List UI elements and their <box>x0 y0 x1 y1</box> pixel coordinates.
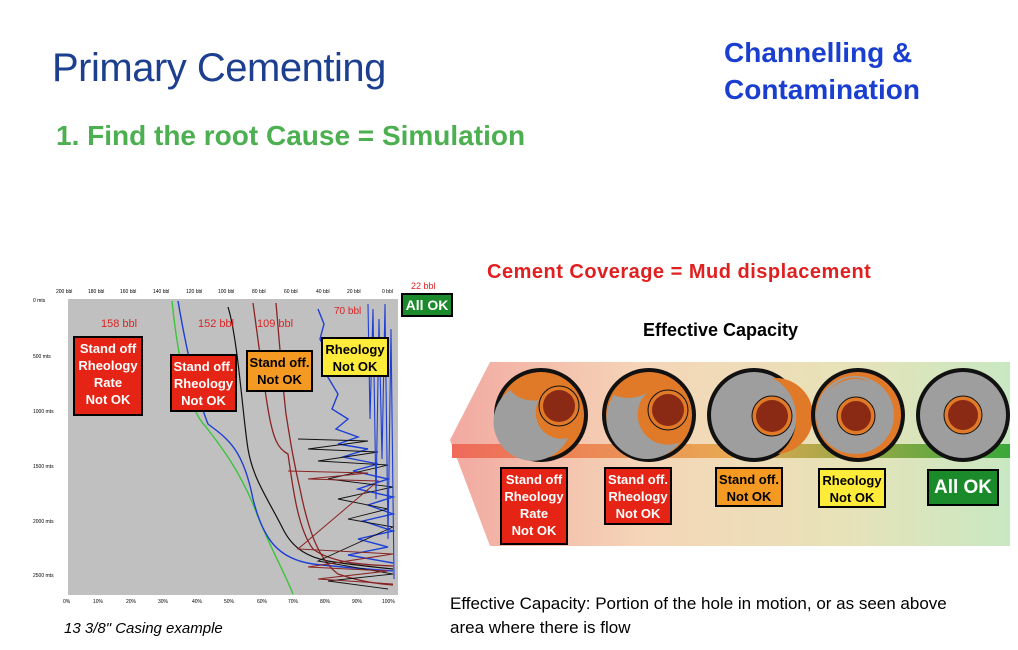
box-line: Rheology <box>504 489 564 504</box>
box-line: Rheology <box>325 342 385 357</box>
capacity-box-rheology: Rheology Not OK <box>818 468 886 508</box>
box-line: Stand off <box>505 472 563 487</box>
black-curve <box>227 306 394 570</box>
bottom-tick: 100% <box>382 599 395 605</box>
box-line: Rheology <box>608 489 668 504</box>
annulus-1 <box>493 368 588 462</box>
top-tick: 20 bbl <box>347 289 361 295</box>
box-line: Stand off. <box>719 472 779 487</box>
box-line: Not OK <box>332 359 378 374</box>
left-tick: 500 mts <box>33 354 51 360</box>
box-line: Rheology <box>78 358 138 373</box>
box-line: Rate <box>519 506 549 521</box>
note-line-1: Effective Capacity: Portion of the hole … <box>450 594 947 613</box>
bbl-label-109: 109 bbl <box>257 318 294 330</box>
capacity-box-standoff-rheology-rate: Stand off Rheology Rate Not OK <box>500 467 568 545</box>
topic-line-2: Contamination <box>724 74 920 105</box>
left-tick: 1500 mts <box>33 464 54 470</box>
box-line: Not OK <box>257 372 302 387</box>
status-box-standoff-rheology: Stand off. Rheology Not OK <box>170 354 237 412</box>
box-line: Not OK <box>511 523 557 538</box>
top-tick: 100 bbl <box>218 289 235 295</box>
bbl-label-158: 158 bbl <box>101 318 138 330</box>
effective-capacity-note: Effective Capacity: Portion of the hole … <box>450 592 1010 640</box>
bbl-label-70: 70 bbl <box>334 306 362 317</box>
top-tick: 120 bbl <box>186 289 203 295</box>
box-line: Not OK <box>726 489 772 504</box>
top-tick: 0 bbl <box>382 289 393 295</box>
box-line: Rheology <box>822 473 882 488</box>
slide-title: Primary Cementing <box>52 46 386 90</box>
bottom-tick: 40% <box>192 599 203 605</box>
capacity-box-standoff: Stand off. Not OK <box>715 467 783 507</box>
topic-heading: Channelling & Contamination <box>724 34 920 108</box>
box-line: All OK <box>405 297 449 313</box>
status-box-standoff: Stand off. Not OK <box>246 350 313 392</box>
bottom-tick: 50% <box>224 599 235 605</box>
box-line: All OK <box>933 477 993 498</box>
box-line: Not OK <box>615 506 661 521</box>
left-tick: 1000 mts <box>33 409 54 415</box>
box-line: Not OK <box>85 392 131 407</box>
box-line: Stand off. <box>173 359 234 374</box>
top-tick: 60 bbl <box>284 289 298 295</box>
annulus-4 <box>811 368 905 462</box>
coverage-heading: Cement Coverage = Mud displacement <box>487 261 872 283</box>
capacity-box-standoff-rheology: Stand off. Rheology Not OK <box>604 467 672 525</box>
top-tick: 160 bbl <box>120 289 137 295</box>
left-tick: 2000 mts <box>33 519 54 525</box>
bbl-label-152: 152 bbl <box>198 318 235 330</box>
box-line: Stand off. <box>608 472 668 487</box>
bottom-tick: 30% <box>158 599 169 605</box>
bottom-tick: 60% <box>257 599 268 605</box>
status-box-standoff-rheology-rate: Stand off Rheology Rate Not OK <box>73 336 143 416</box>
slide-subtitle: 1. Find the root Cause = Simulation <box>56 120 526 151</box>
bottom-tick: 0% <box>63 599 71 605</box>
top-tick: 180 bbl <box>88 289 105 295</box>
box-line: Not OK <box>829 490 875 505</box>
box-line: Stand off <box>79 341 137 356</box>
black-noise-curve <box>297 438 395 590</box>
box-line: Stand off. <box>249 355 310 370</box>
bbl-label-22: 22 bbl <box>411 281 436 291</box>
annulus-3 <box>707 368 814 462</box>
bottom-tick: 20% <box>126 599 137 605</box>
annulus-2 <box>602 368 696 462</box>
annulus-5 <box>916 368 1010 462</box>
chart-caption: 13 3/8" Casing example <box>64 620 223 637</box>
top-tick: 140 bbl <box>153 289 170 295</box>
left-tick: 0 mts <box>33 298 46 304</box>
top-tick: 40 bbl <box>316 289 330 295</box>
brown-noise-curve <box>287 470 394 585</box>
status-box-rheology: Rheology Not OK <box>321 337 389 377</box>
effective-capacity-title: Effective Capacity <box>643 320 799 340</box>
top-tick: 80 bbl <box>252 289 266 295</box>
status-box-all-ok: All OK <box>401 293 453 317</box>
bottom-tick: 10% <box>93 599 104 605</box>
top-tick: 200 bbl <box>56 289 73 295</box>
topic-line-1: Channelling & <box>724 37 913 68</box>
box-line: Rate <box>93 375 123 390</box>
left-tick: 2500 mts <box>33 573 54 579</box>
bottom-tick: 90% <box>352 599 363 605</box>
bottom-tick: 80% <box>320 599 331 605</box>
box-line: Not OK <box>181 393 226 408</box>
bottom-tick: 70% <box>288 599 299 605</box>
note-line-2: area where there is flow <box>450 618 631 637</box>
capacity-box-all-ok: All OK <box>927 469 999 506</box>
box-line: Rheology <box>173 376 234 391</box>
